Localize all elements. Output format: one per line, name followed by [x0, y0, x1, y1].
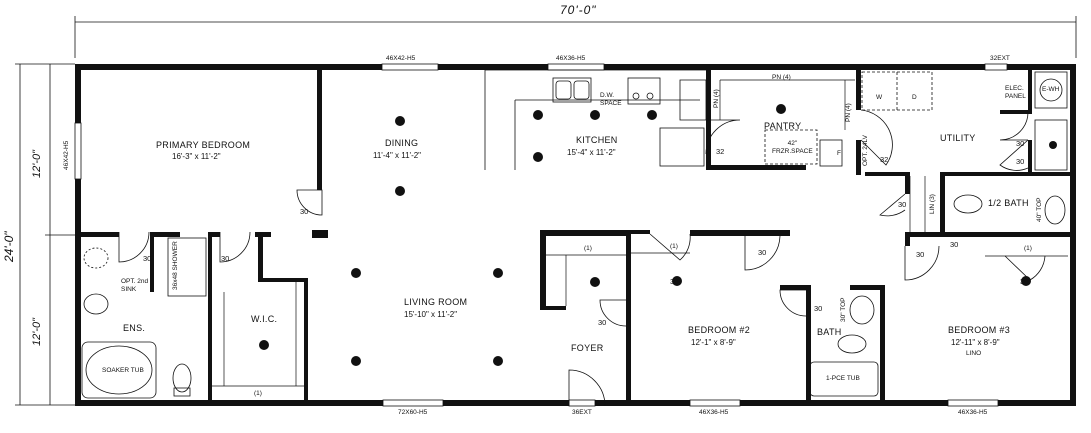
optional-sink-label: OPT. 2nd SINK	[121, 278, 149, 293]
electrical-panel-label: ELEC. PANEL	[1005, 85, 1026, 100]
window-label-living-bottom: 72X60-H5	[398, 409, 428, 416]
depth-bottom-dimension: 12'-0"	[31, 317, 43, 346]
room-kitchen-size: 15'-4" x 11'-2"	[567, 148, 616, 157]
foyer-shelf-label: (1)	[584, 245, 592, 252]
overall-width-dimension: 70'-0"	[560, 3, 597, 17]
washer-label: W	[876, 94, 883, 101]
door-swings	[118, 109, 1046, 407]
room-primary-bedroom-name: PRIMARY BEDROOM	[156, 140, 251, 150]
kitchen-counters	[484, 69, 1068, 171]
tub-label: 1-PCE TUB	[826, 375, 860, 382]
room-living-name: LIVING ROOM	[404, 297, 468, 307]
room-dining-size: 11'-4" x 11'-2"	[373, 151, 422, 160]
bath-fixtures	[81, 194, 1066, 399]
room-bedroom2-size: 12'-1" x 8'-9"	[691, 338, 736, 347]
room-kitchen-name: KITCHEN	[576, 135, 618, 145]
pantry-shelf-right-label: PN (4)	[845, 103, 852, 122]
dishwasher-label: D.W. SPACE	[600, 92, 622, 107]
room-ens-name: ENS.	[123, 323, 146, 333]
door-label-ext-right: 32EXT	[990, 55, 1010, 62]
depth-top-dimension: 12'-0"	[31, 149, 43, 178]
dimension-lines	[15, 16, 1077, 406]
door-label-bath: 30	[814, 304, 823, 313]
shower-label: 36x48 SHOWER	[172, 241, 179, 290]
light-fixtures	[259, 104, 1057, 366]
window-label-bed3-bottom: 46X36-H5	[958, 409, 988, 416]
room-bath-name: BATH	[817, 327, 842, 337]
door-label-bed2: 30	[758, 248, 767, 257]
pantry-shelf-side-label: PN (4)	[713, 89, 720, 108]
lavatory-option-label: OPT. 24LV	[862, 135, 869, 166]
bath-top-label: 30" TOP	[840, 297, 847, 322]
closet-shelves	[212, 79, 1068, 387]
room-bedroom3-size: 12'-11" x 8'-9"	[951, 338, 1000, 347]
room-dining-name: DINING	[385, 138, 419, 148]
bed3-shelf-label: (1)	[1024, 245, 1032, 252]
door-label-utility-a: 30	[1016, 139, 1025, 148]
window-label-kitchen-top: 46X36-H5	[556, 55, 586, 62]
door-label-utility-b: 30	[1016, 157, 1025, 166]
door-label-ext-bottom: 36EXT	[572, 409, 592, 416]
window-label-bed2-bottom: 46X36-H5	[699, 409, 729, 416]
room-bedroom3-name: BEDROOM #3	[948, 325, 1011, 335]
door-label-pantry: 32	[716, 147, 725, 156]
door-label-bed2-closet: 30	[670, 277, 679, 286]
room-living-size: 15'-10" x 11'-2"	[404, 310, 458, 319]
door-label-ens: 30	[143, 254, 152, 263]
door-label-wic: 30	[221, 254, 230, 263]
door-label-foyer: 30	[598, 318, 607, 327]
room-primary-bedroom-size: 16'-3" x 11'-2"	[172, 152, 221, 161]
wic-shelf-label: (1)	[254, 390, 262, 397]
door-label-half-bath: 30	[950, 240, 959, 249]
door-label-bed3: 30	[916, 250, 925, 259]
room-bedroom3-extra: LINO	[966, 350, 982, 357]
room-utility-name: UTILITY	[940, 133, 976, 143]
freezer-space-label: 42" FRZR.SPACE	[772, 140, 813, 155]
interior-walls	[81, 70, 1070, 400]
soaker-tub-label: SOAKER TUB	[102, 367, 144, 374]
room-wic-name: W.I.C.	[251, 314, 278, 324]
water-heater-label: E-WH	[1042, 86, 1060, 93]
window-label-primary-top: 46X42-H5	[386, 55, 416, 62]
room-pantry-name: PANTRY	[764, 121, 802, 131]
fridge-label: F	[837, 150, 841, 157]
linen-shelf-label: LIN (3)	[929, 194, 936, 214]
room-half-bath-name: 1/2 BATH	[988, 198, 1029, 208]
dryer-label: D	[912, 94, 917, 101]
pantry-shelf-label: PN (4)	[772, 74, 791, 81]
half-bath-top-label: 40" TOP	[1036, 197, 1043, 222]
door-label-utility-c: 32	[880, 155, 889, 164]
room-foyer-name: FOYER	[571, 343, 604, 353]
overall-depth-dimension: 24'-0"	[2, 231, 16, 262]
door-label-linen: 30	[898, 200, 907, 209]
window-label-primary-side: 46X42-H5	[63, 140, 70, 170]
door-label-primary: 30	[300, 207, 309, 216]
door-label-bed3-closet: 30	[1020, 277, 1029, 286]
bed2-shelf-label: (1)	[670, 243, 678, 250]
room-bedroom2-name: BEDROOM #2	[688, 325, 751, 335]
